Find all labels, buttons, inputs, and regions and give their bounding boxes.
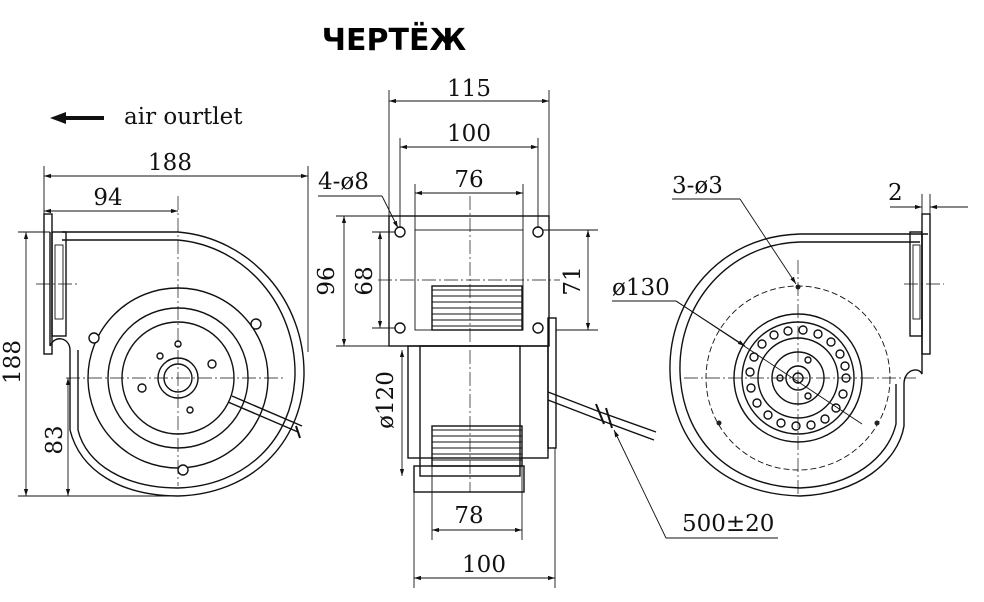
airflow-label: air ourtlet xyxy=(124,104,243,130)
airflow-arrow xyxy=(50,112,104,124)
dim-78: 78 xyxy=(454,503,483,529)
dim-188-width: 188 xyxy=(148,150,192,176)
dim-96: 96 xyxy=(314,266,340,295)
dim-68: 68 xyxy=(352,266,378,295)
right-dimensions xyxy=(612,194,968,425)
dim-76: 76 xyxy=(454,167,483,193)
dim-diameter-120: ø120 xyxy=(373,371,399,429)
note-4-holes: 4-ø8 xyxy=(318,169,369,195)
left-view xyxy=(36,196,305,497)
middle-dimensions xyxy=(318,90,778,588)
dim-cable-length: 500±20 xyxy=(682,511,774,537)
dim-83: 83 xyxy=(42,425,68,454)
dim-100-top: 100 xyxy=(447,121,491,147)
dim-115: 115 xyxy=(447,76,491,102)
right-view xyxy=(669,213,944,497)
dim-2: 2 xyxy=(888,180,903,206)
left-dimensions xyxy=(18,166,309,497)
dim-94: 94 xyxy=(93,185,122,211)
dim-100-bottom: 100 xyxy=(462,552,506,578)
middle-view xyxy=(378,196,657,493)
dim-71: 71 xyxy=(560,266,586,295)
drawing-title: ЧЕРТЁЖ xyxy=(322,22,467,58)
dim-diameter-130: ø130 xyxy=(612,275,670,301)
note-3-holes: 3-ø3 xyxy=(672,173,723,199)
dim-188-height: 188 xyxy=(0,340,26,384)
